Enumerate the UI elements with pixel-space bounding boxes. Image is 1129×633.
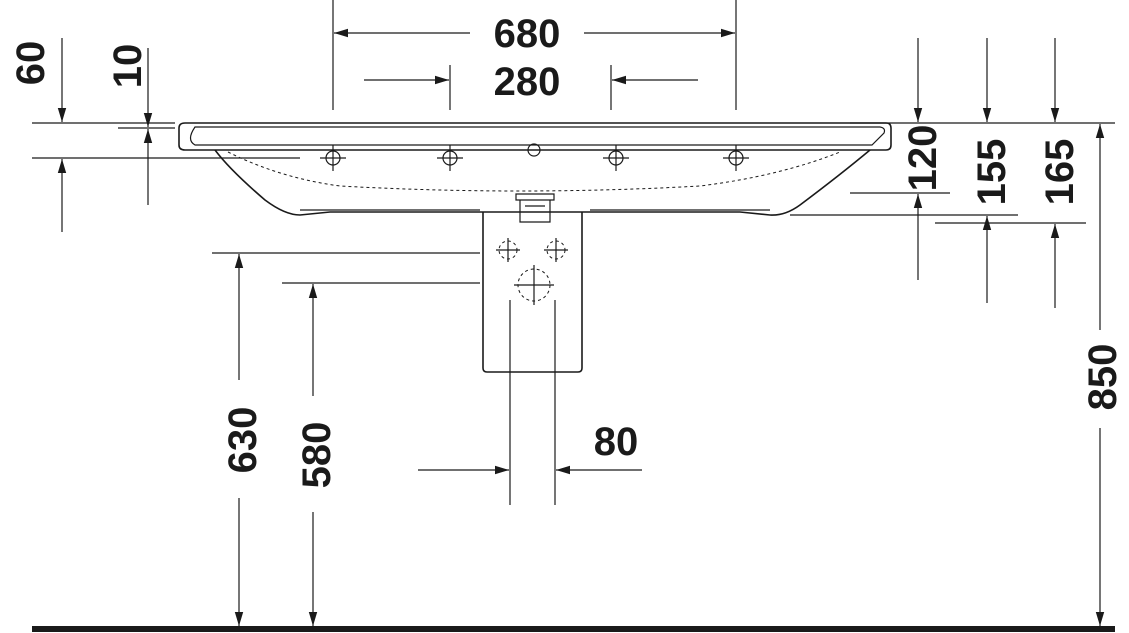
dimension-label-850: 850 xyxy=(1081,344,1125,411)
dimension-60: 60 xyxy=(9,38,300,232)
tap-hole-markers xyxy=(320,143,749,171)
tap-hole-icon-1 xyxy=(320,145,346,171)
dimension-label-165: 165 xyxy=(1038,139,1082,206)
tap-hole-icon-2 xyxy=(437,145,463,171)
dimension-120: 120 xyxy=(850,38,950,280)
overflow-hole-icon xyxy=(527,143,541,157)
dimension-label-280: 280 xyxy=(494,60,561,104)
dimension-80: 80 xyxy=(418,420,642,475)
washbasin-outline xyxy=(178,122,892,223)
dimension-label-580: 580 xyxy=(295,422,339,489)
dimension-label-155: 155 xyxy=(970,139,1014,206)
dimension-10: 10 xyxy=(106,44,175,205)
tap-hole-icon-4 xyxy=(723,145,749,171)
dimension-label-630: 630 xyxy=(221,407,265,474)
dimension-label-680: 680 xyxy=(494,12,561,56)
dimension-165: 165 xyxy=(935,38,1086,308)
dimension-label-80: 80 xyxy=(594,420,639,464)
dimension-680: 680 xyxy=(332,0,737,110)
dimension-label-120: 120 xyxy=(901,125,945,192)
dimension-label-10: 10 xyxy=(106,44,150,89)
dimension-155: 155 xyxy=(790,38,1018,303)
pedestal-outline xyxy=(482,212,583,505)
dimension-580: 580 xyxy=(282,282,480,626)
dimension-630: 630 xyxy=(212,252,480,626)
tap-hole-icon-3 xyxy=(603,145,629,171)
dimension-850: 850 xyxy=(895,122,1125,626)
dimension-280: 280 xyxy=(364,60,698,110)
dimension-label-60: 60 xyxy=(9,41,53,86)
